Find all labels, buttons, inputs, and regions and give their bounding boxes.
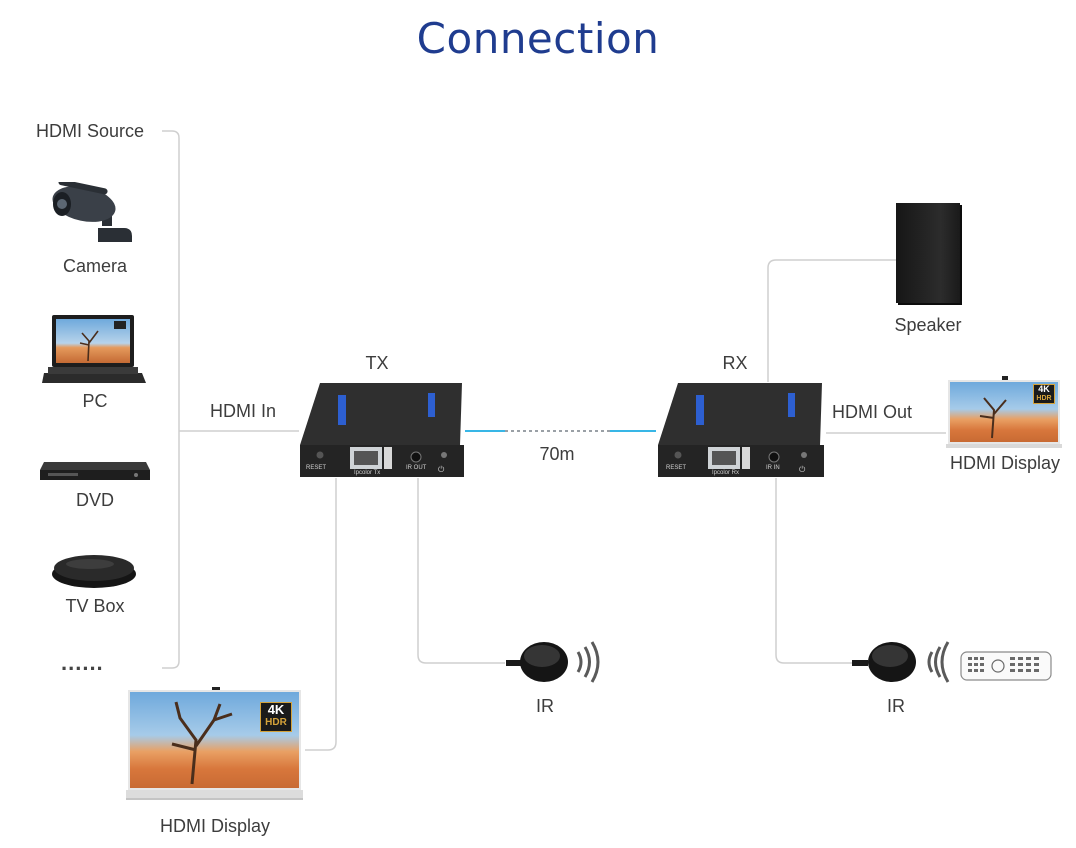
rx-reset-port: RESET [666,465,687,471]
tv-box-label: TV Box [65,596,125,616]
pc-label: PC [82,391,108,411]
speaker-icon [896,203,960,303]
left-badge-hdr: HDR [265,717,287,728]
left-badge-4k: 4K [267,702,285,717]
tx-ir-line [417,478,505,664]
right-badge-4k: 4K [1038,384,1050,394]
tx-reset-port: RESET [306,465,327,471]
tx-rj45-port: Ipcolor Tx [354,470,381,476]
tx-display-line [305,478,337,751]
hdmi-source-header: HDMI Source [36,121,145,141]
speaker-label: Speaker [894,315,962,335]
tx-power-icon: ⏻ [438,465,445,474]
rx-ir-receiver-icon [852,641,950,683]
rx-ir-in-port: IR IN [766,465,780,471]
tx-ir-label: IR [536,696,554,716]
hdmi-out-label: HDMI Out [832,402,913,422]
more-sources-ellipsis: ...... [61,650,104,675]
hdmi-in-label: HDMI In [210,401,277,421]
tx-ir-out-port: IR OUT [406,465,427,471]
tv-box-icon [52,555,136,588]
left-display-icon: 4K HDR [126,687,303,800]
tx-label: TX [365,353,389,373]
rx-rj45-port: Ipcolor Rx [712,470,740,476]
remote-control-icon [960,651,1052,681]
distance-label: 70m [539,444,575,464]
right-badge-hdr: HDR [1036,395,1052,402]
camera-icon [52,182,132,242]
dvd-player-icon [40,462,150,480]
rx-ir-label: IR [887,696,905,716]
diagram-title: Connection [416,14,660,63]
right-display-icon: 4K HDR [946,376,1062,450]
right-display-label: HDMI Display [949,453,1061,473]
source-bracket [162,130,180,669]
tx-ir-receiver-icon [506,641,600,683]
rx-device: RESET Ipcolor Rx IR IN ⏻ [656,381,826,479]
tx-device: RESET Ipcolor Tx IR OUT ⏻ [298,381,466,479]
rx-speaker-line [767,259,897,382]
dvd-label: DVD [75,490,115,510]
laptop-icon [42,315,146,383]
rx-label: RX [722,353,748,373]
camera-label: Camera [62,256,128,276]
rx-ir-line [775,478,860,664]
rx-power-icon: ⏻ [799,465,806,474]
left-display-label: HDMI Display [159,816,271,836]
